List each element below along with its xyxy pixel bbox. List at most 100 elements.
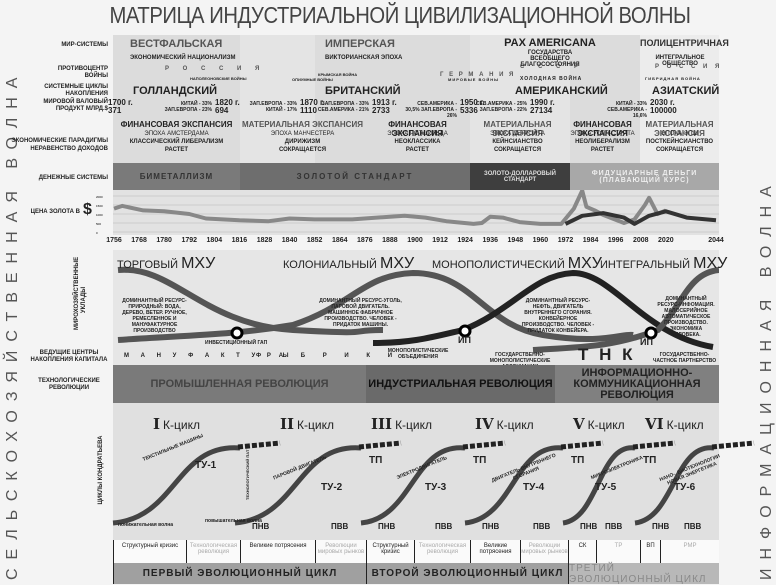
year-tick-label: 1888 bbox=[382, 237, 398, 244]
gdp-shares: КИТАЙ - 33% ЗАП.ЕВРОПА - 23% bbox=[164, 101, 212, 113]
crisis-phase: Структурный кризис bbox=[366, 540, 414, 563]
tech-plateau bbox=[358, 440, 402, 450]
crisis-phase: Технологическая революция bbox=[414, 540, 470, 563]
tech-pact: ТП bbox=[643, 455, 657, 466]
down-wave: ПНВ bbox=[378, 522, 396, 531]
crisis-phase: СК bbox=[568, 540, 596, 563]
accumulation-cycle: ГОЛЛАНДСКИЙ bbox=[133, 85, 218, 97]
tu-label: ТУ-2 bbox=[321, 482, 343, 493]
year-tick-label: 1900 bbox=[407, 237, 423, 244]
counter-center: Р О С С И Я bbox=[655, 64, 723, 70]
k-cycle-label: К-цикл bbox=[587, 418, 625, 432]
ip-label: ИП bbox=[458, 335, 471, 345]
mxu-suffix: МХУ bbox=[567, 255, 602, 272]
world-system: ПОЛИЦЕНТРИЧНАЯ bbox=[640, 38, 729, 48]
tech-plateau bbox=[560, 440, 604, 450]
y-tick-label: 2000 bbox=[96, 195, 103, 199]
expansion-type: ФИНАНСОВАЯ ЭКСПАНСИЯ bbox=[120, 120, 233, 129]
s-curve bbox=[634, 445, 715, 526]
inequality: РАСТЕТ bbox=[164, 147, 189, 153]
war: КРЫМСКАЯ ВОЙНА bbox=[318, 72, 358, 77]
epoch: ЭПОХА ДЕТРОЙТА bbox=[490, 131, 545, 137]
year-tick-label: 1804 bbox=[206, 237, 223, 244]
mxu-curve-trade bbox=[117, 266, 384, 336]
label-cycles: СИСТЕМНЫЕ ЦИКЛЫ НАКОПЛЕНИЯ bbox=[44, 84, 108, 97]
gdp-year: 1700 г. bbox=[108, 98, 133, 107]
mxu-description: ДОМИНАНТНЫЙ РЕСУРС-УГОЛЬ, ПАРОВОЙ ДВИГАТ… bbox=[319, 298, 402, 328]
tech-revolution: ИНФОРМАЦИОННО-КОММУНИКАЦИОННАЯ РЕВОЛЮЦИЯ bbox=[555, 365, 719, 403]
label-centers: ВЕДУЩИЕ ЦЕНТРЫ НАКОПЛЕНИЯ КАПИТАЛА bbox=[30, 350, 108, 363]
capital-center: МОНОПОЛИСТИЧЕСКИЕ ОБЪЕДИНЕНИЯ bbox=[387, 348, 449, 360]
down-wave: ПНВ bbox=[252, 522, 270, 531]
year-tick-label: 1912 bbox=[432, 237, 448, 244]
mxu-name: КОЛОНИАЛЬНЫЙ bbox=[283, 259, 377, 271]
mxu-name: ИНТЕГРАЛЬНЫЙ bbox=[600, 259, 691, 271]
money-system: ЗОЛОТО-ДОЛЛАРОВЫЙ СТАНДАРТ bbox=[470, 163, 570, 190]
investment-gap-label: ИНВЕСТИЦИОННЫЙ ГАП bbox=[205, 340, 268, 346]
crisis-phase: Революции мировых рынков bbox=[520, 540, 568, 563]
war: НАПОЛЕОНОВСКИЕ ВОЙНЫ bbox=[190, 76, 247, 81]
gdp-shares: ЗАП.ЕВРОПА - 33% СЕВ.АМЕРИКА - 21% bbox=[317, 101, 369, 113]
mxu-description: ДОМИНАНТНЫЙ РЕСУРС-ПРИРОДНЫЙ: ВОДА, ДЕРЕ… bbox=[122, 298, 187, 334]
year-tick-label: 1768 bbox=[131, 237, 147, 244]
up-wave: ПВВ bbox=[435, 522, 453, 531]
war: ГИБРИДНАЯ ВОЙНА bbox=[645, 76, 701, 81]
tu-label: ТУ-6 bbox=[674, 482, 696, 493]
down-wave: ПНВ bbox=[580, 522, 598, 531]
evolution-cycle: ВТОРОЙ ЭВОЛЮЦИОННЫЙ ЦИКЛ bbox=[366, 563, 568, 584]
s-curve bbox=[562, 445, 636, 526]
expansion-type: МАТЕРИАЛЬНАЯ ЭКСПАНСИЯ bbox=[483, 120, 552, 138]
money-system: БИМЕТАЛЛИЗМ bbox=[113, 163, 240, 190]
label-mxu: МИРОХОЗЯЙСТВЕННЫЕ УКЛАДЫ bbox=[74, 256, 87, 330]
tech-plateau bbox=[462, 440, 506, 450]
accumulation-cycle: АЗИАТСКИЙ bbox=[652, 85, 720, 97]
war: ХОЛОДНАЯ ВОЙНА bbox=[520, 76, 583, 82]
label-money: ДЕНЕЖНЫЕ СИСТЕМЫ bbox=[38, 175, 108, 181]
mxu-description: ДОМИНАНТНЫЙ РЕСУРС-НЕФТЬ, ДВИГАТЕЛЬ ВНУТ… bbox=[521, 298, 595, 334]
year-tick-label: 2008 bbox=[632, 237, 649, 244]
label-wars: ВОЙНЫ bbox=[84, 73, 108, 79]
paradigm: ПОСТКЕЙНСИАНСТВО bbox=[645, 139, 714, 145]
y-tick-label: 1500 bbox=[96, 204, 103, 208]
up-wave: повышательная волна bbox=[205, 518, 262, 524]
accumulation-cycle: БРИТАНСКИЙ bbox=[325, 85, 401, 97]
up-wave: ПВВ bbox=[605, 522, 623, 531]
gdp-shares: ЗАП.ЕВРОПА - 33% КИТАЙ - 17% bbox=[249, 101, 297, 113]
year-tick-label: 1996 bbox=[607, 237, 624, 244]
world-system: ИМПЕРСКАЯ bbox=[325, 38, 395, 50]
label-inequality: НЕРАВЕНСТВО ДОХОДОВ bbox=[30, 146, 108, 152]
paradigm: КЕЙНСИАНСТВО bbox=[492, 139, 543, 145]
crisis-phase: Революции мировых рынков bbox=[315, 540, 366, 563]
ip-point bbox=[458, 324, 472, 338]
gdp-year: 1870 г. bbox=[300, 98, 325, 107]
epoch: ЭПОХА РОТШИЛЬДА bbox=[387, 131, 448, 137]
expansion-type: МАТЕРИАЛЬНАЯ ЭКСПАНСИЯ bbox=[645, 120, 714, 138]
world-system-sub: ГОСУДАРСТВА ВСЕОБЩЕГО БЛАГОСОСТОЯНИЯ bbox=[520, 50, 580, 68]
tech-revolution: ПРОМЫШЛЕННАЯ РЕВОЛЮЦИЯ bbox=[113, 365, 366, 403]
epoch: ЭПОХА УОЛЛ-СТРИТА bbox=[570, 131, 635, 137]
y-tick-label: 500 bbox=[96, 222, 101, 226]
k-cycle-label: К-цикл bbox=[163, 418, 200, 432]
band-shade bbox=[470, 35, 570, 163]
mxu-title: ТОРГОВЫЙ МХУ bbox=[117, 255, 215, 273]
roman-numeral: I bbox=[153, 415, 161, 433]
up-wave: ПВВ bbox=[684, 522, 702, 531]
mxu-title: ИНТЕГРАЛЬНЫЙ МХУ bbox=[600, 255, 727, 273]
year-tick-label: 1960 bbox=[532, 237, 549, 244]
paradigm: КЛАССИЧЕСКИЙ ЛИБЕРАЛИЗМ bbox=[129, 139, 224, 145]
crisis-phase: Великие потрясения bbox=[470, 540, 520, 563]
inequality: СОКРАЩАЕТСЯ bbox=[493, 147, 542, 153]
tech-plateau bbox=[711, 440, 755, 450]
capital-center: Т Н К bbox=[578, 345, 633, 364]
roman-numeral: II bbox=[280, 415, 295, 433]
inequality: СОКРАЩАЕТСЯ bbox=[655, 147, 704, 153]
roman-numeral: III bbox=[371, 415, 393, 433]
year-tick-label: 1864 bbox=[331, 237, 348, 244]
gdp-shares: СЕВ.АМЕРИКА - 25% ЗАП.ЕВРОПА - 22% bbox=[475, 101, 527, 113]
counter-center: Р О С С И Я bbox=[165, 66, 266, 72]
year-tick-label: 1816 bbox=[231, 237, 248, 244]
world-system-sub: ЭКОНОМИЧЕСКИЙ НАЦИОНАЛИЗМ bbox=[130, 55, 236, 61]
page-title: МАТРИЦА ИНДУСТРИАЛЬНОЙ ЦИВИЛИЗАЦИОННОЙ В… bbox=[109, 2, 691, 28]
